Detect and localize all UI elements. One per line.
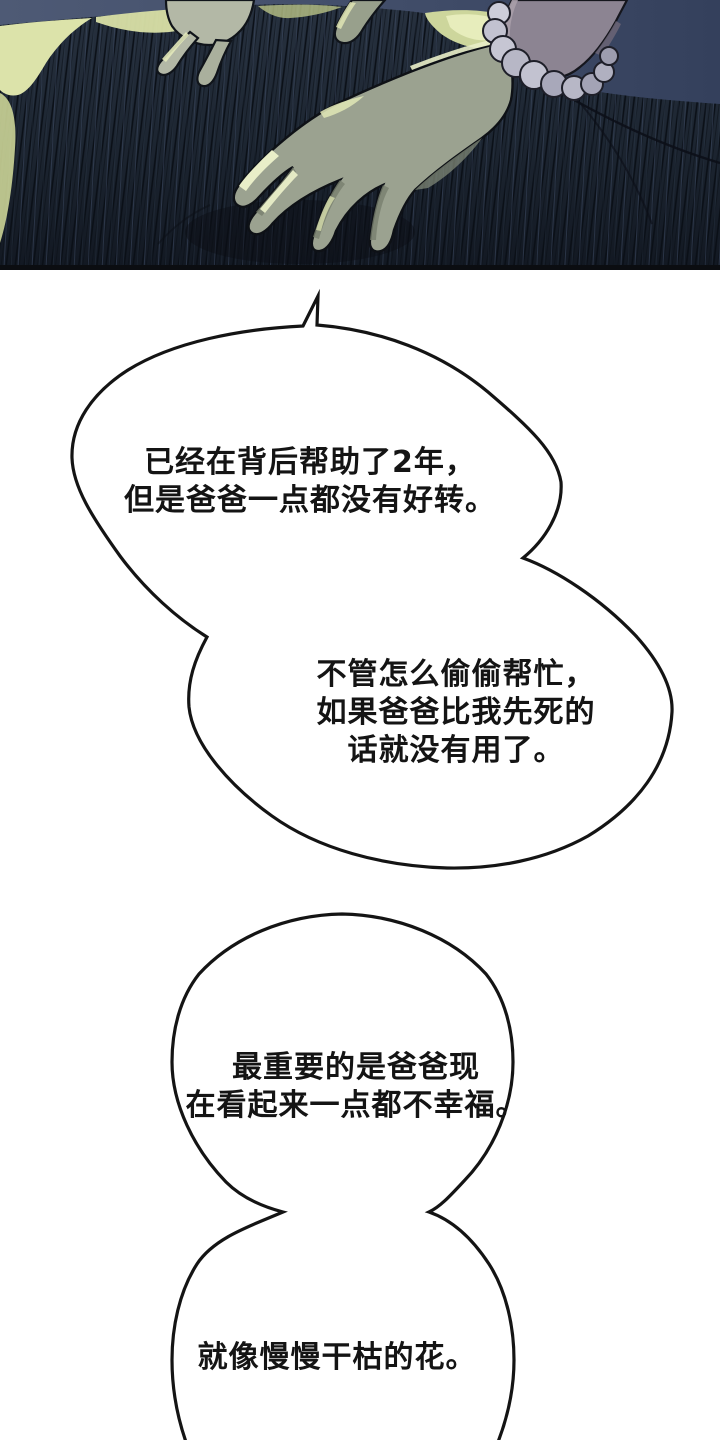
sleeve-cuff-ruffles (482, 1, 619, 101)
panel-bottom-border (0, 265, 720, 270)
third-finger (333, 0, 387, 45)
blanket-creases (157, 90, 720, 245)
speech-line: 在看起来一点都不幸福。 (185, 1088, 527, 1123)
speech-bubble-4-text: 就像慢慢干枯的花。 (127, 1339, 547, 1377)
speech-bubble-3-text: 最重要的是爸爸现 在看起来一点都不幸福。 (146, 1049, 566, 1125)
speech-line: 最重要的是爸爸现 (232, 1050, 480, 1085)
speech-bubble-group-bottom-outline (170, 912, 516, 1440)
main-hand (232, 38, 514, 253)
speech-line: 已经在背后帮助了2年， (144, 445, 476, 480)
speech-bubble-1-text: 已经在背后帮助了2年， 但是爸爸一点都没有好转。 (100, 444, 520, 520)
speech-line: 不管怎么偷偷帮忙， (316, 657, 596, 692)
speech-line: 话就没有用了。 (347, 733, 565, 768)
speech-line: 就像慢慢干枯的花。 (197, 1340, 477, 1375)
speech-line: 但是爸爸一点都没有好转。 (124, 483, 496, 518)
second-hand (156, 0, 256, 88)
speech-bubble-group-top-outline (70, 288, 674, 870)
speech-bubble-2-text: 不管怎么偷偷帮忙， 如果爸爸比我先死的 话就没有用了。 (246, 656, 666, 770)
hand-cast-shadow (185, 200, 415, 264)
comic-panel-illustration (0, 0, 720, 270)
speech-line: 如果爸爸比我先死的 (316, 695, 596, 730)
